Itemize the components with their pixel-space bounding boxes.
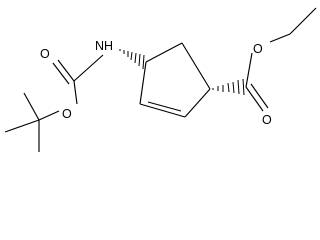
hashed-wedge-bond-ester [212,78,245,96]
ring-bond-c1-c2 [145,42,183,63]
cyclopentene-ring [139,42,211,118]
ring-bond-c3-c4 [184,88,211,118]
boc-carbamate-group [52,54,104,105]
ring-double-bond-c4-c5-inner [147,101,182,112]
ring-bond-c2-c3 [181,42,211,90]
boc-carbonyl-double-bond-b [52,62,70,85]
oxygen-to-ethyl-bond [269,33,291,43]
boc-carbonyl-double-bond-a [57,59,75,82]
tert-butyl-group [4,92,60,152]
boc-ether-oxygen-label: O [62,107,72,121]
molecule-structure: NH O O O O [4,7,317,152]
carbonyl-oxygen-label: O [262,113,272,127]
ester-carbonyl-double-bond-b [250,83,269,109]
hashed-wedge-bond-nitrogen [119,49,145,70]
ether-oxygen-to-carbonyl-bond [73,80,78,105]
ethyl-ester-group [245,7,317,112]
nitrogen-label: NH [95,39,113,53]
tbu-to-oxygen-bond [38,110,60,121]
tbu-methyl-bond-left [4,119,40,133]
ethyl-methyl-bond [289,7,317,35]
boc-carbonyl-oxygen-label: O [40,47,50,61]
tbu-methyl-bond-top [23,92,40,121]
ring-double-bond-c4-c5-outer [139,103,186,118]
ester-carbonyl-double-bond-a [245,86,264,112]
ester-carbon-to-oxygen-bond [245,52,253,88]
ring-bond-c5-c1 [139,61,147,105]
carbonyl-to-nitrogen-bond [73,54,104,82]
ester-oxygen-label: O [253,42,263,56]
